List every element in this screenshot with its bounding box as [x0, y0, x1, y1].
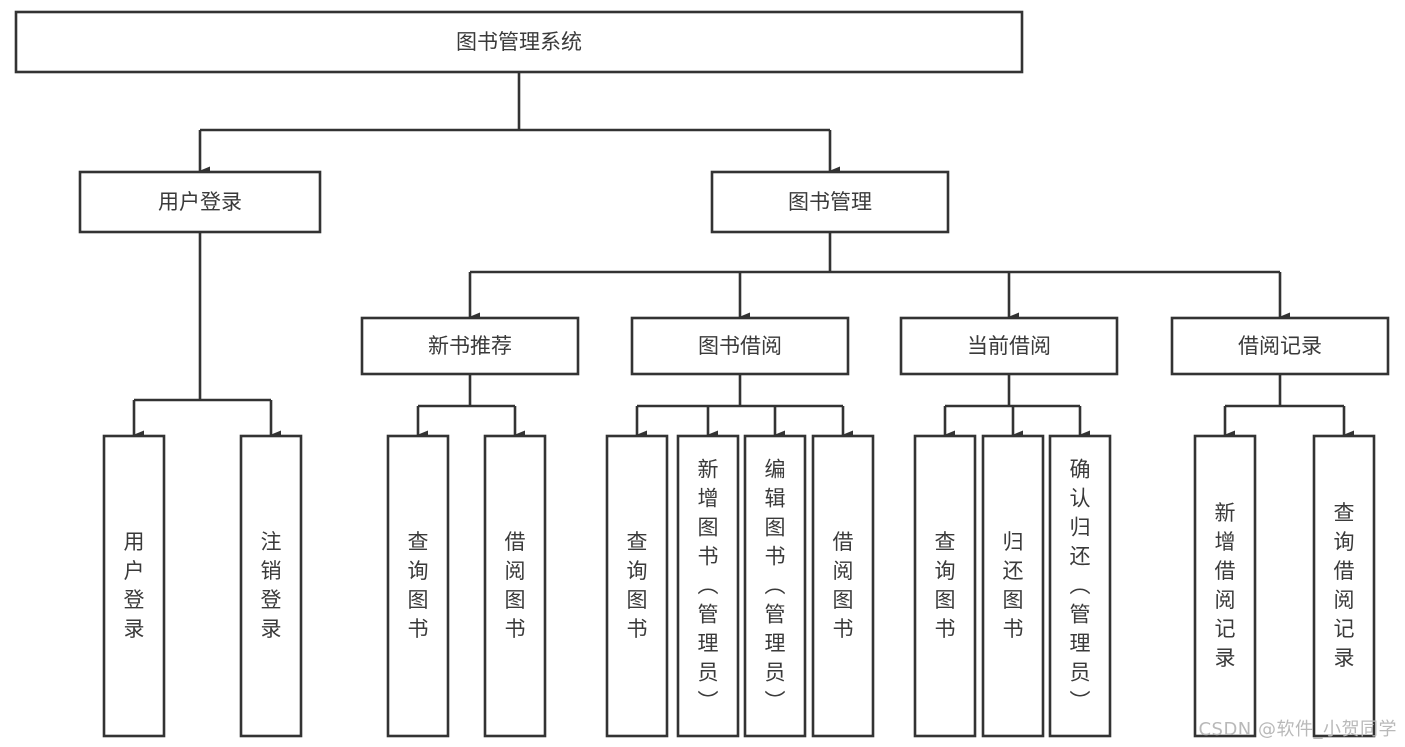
node-box-leaf-borrow-book-1[interactable]	[483, 434, 547, 738]
node-leaf-edit-book[interactable]: 编辑图书︵管理员︶	[743, 434, 807, 738]
node-root[interactable]: 图书管理系统	[14, 10, 1024, 74]
node-login[interactable]: 用户登录	[78, 170, 322, 234]
node-label-records: 借阅记录	[1238, 334, 1322, 358]
node-label-leaf-borrow-book-1: 借阅图书	[505, 530, 526, 641]
node-box-leaf-borrow-book-2[interactable]	[811, 434, 875, 738]
node-label-leaf-edit-book: 编辑图书︵管理员︶	[765, 458, 786, 714]
node-label-leaf-query-book-1: 查询图书	[408, 530, 429, 641]
node-box-bookmgmt[interactable]	[710, 170, 950, 234]
node-leaf-query-record[interactable]: 查询借阅记录	[1312, 434, 1376, 738]
node-box-borrow[interactable]	[630, 316, 850, 376]
node-label-leaf-add-record: 新增借阅记录	[1215, 501, 1236, 670]
node-box-leaf-query-book-1[interactable]	[386, 434, 450, 738]
node-label-leaf-query-book-3: 查询图书	[935, 530, 956, 641]
node-leaf-borrow-book-1[interactable]: 借阅图书	[483, 434, 547, 738]
node-newbook[interactable]: 新书推荐	[360, 316, 580, 376]
node-leaf-add-record[interactable]: 新增借阅记录	[1193, 434, 1257, 738]
node-label-leaf-query-record: 查询借阅记录	[1334, 501, 1355, 670]
node-box-login[interactable]	[78, 170, 322, 234]
node-leaf-query-book-1[interactable]: 查询图书	[386, 434, 450, 738]
node-label-leaf-confirm-return: 确认归还︵管理员︶	[1070, 458, 1091, 714]
node-box-records[interactable]	[1170, 316, 1390, 376]
node-leaf-query-book-2[interactable]: 查询图书	[605, 434, 669, 738]
node-box-leaf-query-book-3[interactable]	[913, 434, 977, 738]
node-label-leaf-return-book: 归还图书	[1003, 530, 1024, 641]
node-label-borrow: 图书借阅	[698, 334, 782, 358]
node-leaf-user-login[interactable]: 用户登录	[102, 434, 166, 738]
node-label-leaf-borrow-book-2: 借阅图书	[833, 530, 854, 641]
node-records[interactable]: 借阅记录	[1170, 316, 1390, 376]
node-label-root: 图书管理系统	[456, 30, 582, 54]
node-box-root[interactable]	[14, 10, 1024, 74]
node-label-leaf-user-login: 用户登录	[124, 530, 145, 641]
connector-layer	[132, 72, 1354, 440]
node-current[interactable]: 当前借阅	[899, 316, 1119, 376]
node-label-bookmgmt: 图书管理	[788, 190, 872, 214]
node-leaf-return-book[interactable]: 归还图书	[981, 434, 1045, 738]
node-box-leaf-query-record[interactable]	[1312, 434, 1376, 738]
node-layer: 图书管理系统用户登录图书管理新书推荐图书借阅当前借阅借阅记录用户登录注销登录查询…	[14, 10, 1390, 738]
node-leaf-logout-login[interactable]: 注销登录	[239, 434, 303, 738]
node-box-newbook[interactable]	[360, 316, 580, 376]
node-label-leaf-add-book: 新增图书︵管理员︶	[698, 458, 719, 714]
csdn-watermark: CSDN @软件_小贺同学	[1198, 719, 1397, 740]
node-label-current: 当前借阅	[967, 334, 1051, 358]
node-box-leaf-add-book[interactable]	[676, 434, 740, 738]
node-label-leaf-query-book-2: 查询图书	[627, 530, 648, 641]
node-borrow[interactable]: 图书借阅	[630, 316, 850, 376]
node-label-newbook: 新书推荐	[428, 334, 512, 358]
node-leaf-add-book[interactable]: 新增图书︵管理员︶	[676, 434, 740, 738]
node-leaf-confirm-return[interactable]: 确认归还︵管理员︶	[1048, 434, 1112, 738]
node-box-leaf-confirm-return[interactable]	[1048, 434, 1112, 738]
node-box-current[interactable]	[899, 316, 1119, 376]
node-box-leaf-add-record[interactable]	[1193, 434, 1257, 738]
node-box-leaf-return-book[interactable]	[981, 434, 1045, 738]
node-label-leaf-logout-login: 注销登录	[261, 530, 282, 641]
node-leaf-query-book-3[interactable]: 查询图书	[913, 434, 977, 738]
node-box-leaf-user-login[interactable]	[102, 434, 166, 738]
node-box-leaf-edit-book[interactable]	[743, 434, 807, 738]
node-label-login: 用户登录	[158, 190, 242, 214]
node-box-leaf-logout-login[interactable]	[239, 434, 303, 738]
node-leaf-borrow-book-2[interactable]: 借阅图书	[811, 434, 875, 738]
node-bookmgmt[interactable]: 图书管理	[710, 170, 950, 234]
node-box-leaf-query-book-2[interactable]	[605, 434, 669, 738]
